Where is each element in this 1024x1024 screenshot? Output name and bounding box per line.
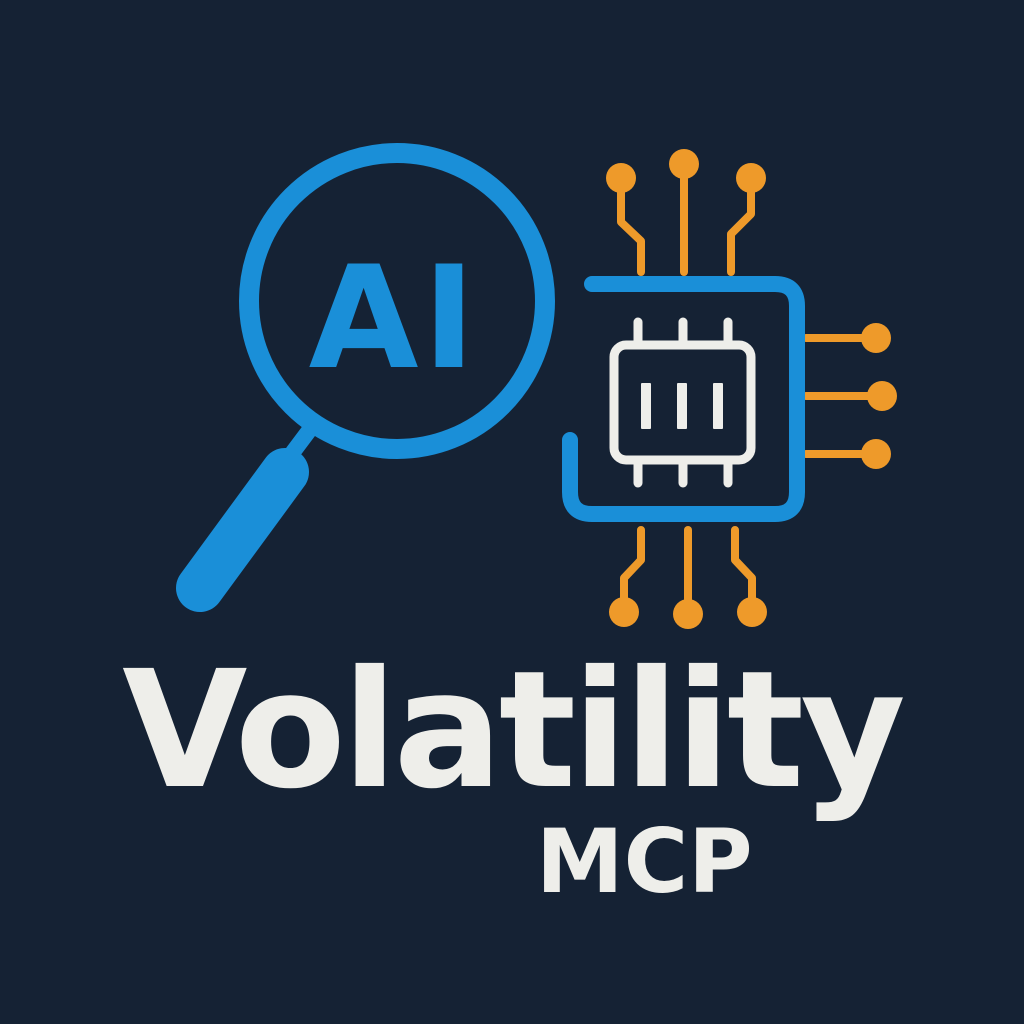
magnifying-glass-icon: AI <box>176 143 555 612</box>
circuit-nodes <box>606 149 897 629</box>
logo-title: Volatility <box>122 637 906 825</box>
microchip-icon <box>562 276 805 522</box>
ai-badge-text: AI <box>309 236 480 401</box>
logo-subtitle: MCP <box>536 810 753 913</box>
